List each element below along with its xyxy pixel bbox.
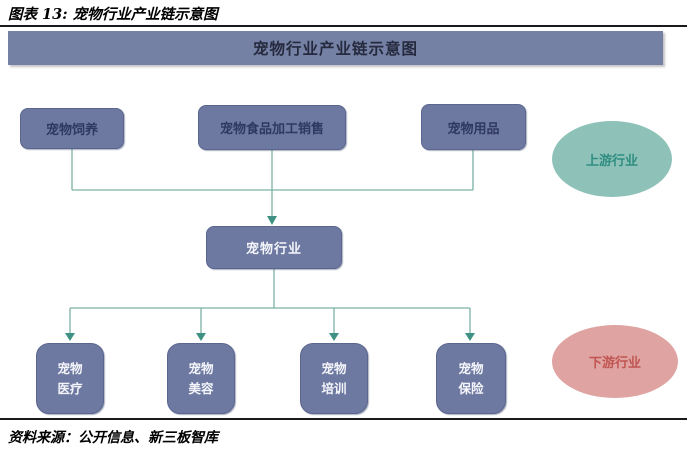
diagram-title-bar: 宠物行业产业链示意图: [8, 31, 663, 65]
node-pet-industry: 宠物行业: [206, 226, 342, 269]
node-pet-medical: 宠物 医疗: [36, 343, 104, 414]
down-arrow-icon: [65, 333, 75, 341]
node-pet-training: 宠物 培训: [300, 343, 368, 414]
down-arrow-icon: [267, 216, 277, 225]
downstream-connectors: [65, 269, 475, 341]
down-arrow-icon: [465, 333, 475, 341]
upstream-industry-badge: 上游行业: [552, 121, 672, 197]
node-label: 宠物 保险: [458, 361, 484, 396]
node-pet-supplies: 宠物用品: [421, 104, 526, 150]
down-arrow-icon: [196, 333, 206, 341]
node-pet-grooming: 宠物 美容: [167, 343, 235, 414]
figure-caption: 图表 13: 宠物行业产业链示意图: [8, 6, 218, 23]
node-pet-insurance: 宠物 保险: [436, 343, 506, 414]
node-pet-food-processing-sales: 宠物食品加工销售: [198, 105, 346, 150]
downstream-industry-badge: 下游行业: [552, 325, 678, 398]
node-label: 宠物 医疗: [57, 361, 83, 396]
top-divider: [0, 25, 687, 27]
bottom-divider: [0, 418, 687, 420]
node-label: 宠物 培训: [321, 361, 347, 396]
node-label: 宠物 美容: [188, 361, 214, 396]
down-arrow-icon: [329, 333, 339, 341]
node-pet-breeding: 宠物饲养: [20, 108, 124, 149]
upstream-connectors: [71, 149, 474, 225]
source-note: 资料来源：公开信息、新三板智库: [8, 430, 218, 446]
